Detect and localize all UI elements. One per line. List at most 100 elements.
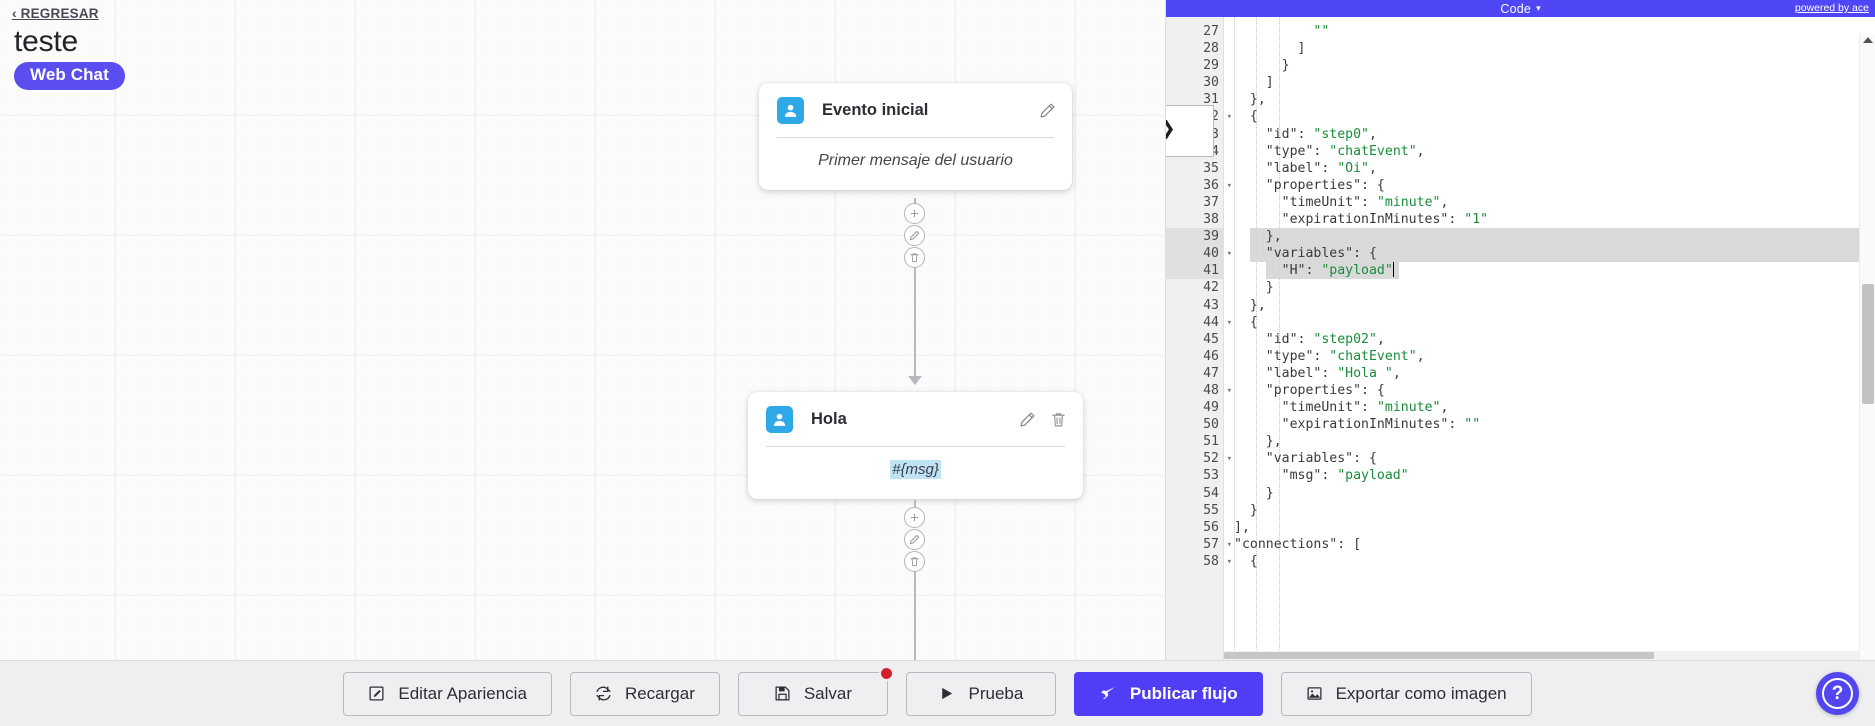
- code-line[interactable]: {: [1234, 314, 1258, 330]
- code-line[interactable]: "variables": {: [1265, 451, 1377, 467]
- code-line[interactable]: },: [1234, 434, 1282, 450]
- line-number[interactable]: 27: [1203, 24, 1219, 39]
- line-number[interactable]: 51: [1203, 434, 1219, 450]
- code-editor[interactable]: 272829303132▾33343536▾37383940▾41424344▾…: [1166, 17, 1875, 660]
- line-number[interactable]: 30: [1203, 75, 1219, 91]
- line-number[interactable]: 35: [1203, 160, 1219, 176]
- line-number[interactable]: 48▾: [1166, 382, 1232, 399]
- line-number[interactable]: 31: [1203, 92, 1219, 108]
- line-number[interactable]: 37: [1203, 194, 1219, 210]
- code-line[interactable]: "": [1313, 24, 1330, 39]
- line-number[interactable]: 42: [1203, 280, 1219, 296]
- vertical-scrollbar-thumb[interactable]: [1862, 284, 1874, 404]
- edit-icon[interactable]: [1019, 411, 1036, 428]
- code-line[interactable]: ]: [1234, 41, 1306, 57]
- code-line[interactable]: "label": "Hola ",: [1265, 365, 1401, 381]
- code-line[interactable]: "expirationInMinutes": "": [1281, 417, 1481, 433]
- back-link[interactable]: ‹ REGRESAR: [12, 6, 99, 21]
- code-line[interactable]: }: [1234, 485, 1274, 501]
- plus-icon[interactable]: [904, 507, 925, 528]
- code-line[interactable]: }: [1234, 58, 1290, 74]
- line-number[interactable]: 54: [1203, 485, 1219, 501]
- line-number[interactable]: 57▾: [1166, 536, 1232, 553]
- code-fold-popup[interactable]: ❯: [1166, 105, 1214, 157]
- line-number[interactable]: 28: [1203, 41, 1219, 57]
- line-number[interactable]: 38: [1203, 212, 1219, 228]
- code-line[interactable]: ],: [1234, 519, 1250, 535]
- line-number[interactable]: 36▾: [1166, 177, 1232, 194]
- code-line[interactable]: "properties": {: [1265, 177, 1385, 193]
- fold-toggle-icon[interactable]: ▾: [1226, 249, 1232, 260]
- code-line[interactable]: "variables": {: [1265, 246, 1377, 262]
- code-line[interactable]: "timeUnit": "minute",: [1281, 400, 1449, 416]
- flow-canvas[interactable]: ‹ REGRESAR teste Web Chat Evento inicial: [0, 0, 1168, 660]
- prueba-button[interactable]: Prueba: [905, 671, 1056, 716]
- flow-node-hola[interactable]: Hola #{msg}: [748, 392, 1083, 499]
- fold-toggle-icon[interactable]: ▾: [1226, 180, 1232, 191]
- line-number[interactable]: 40▾: [1166, 245, 1232, 263]
- code-line[interactable]: {: [1234, 553, 1258, 569]
- code-line[interactable]: "label": "Oi",: [1265, 160, 1377, 176]
- code-line[interactable]: ]: [1234, 75, 1274, 91]
- flow-node-evento-inicial[interactable]: Evento inicial Primer mensaje del usuari…: [759, 83, 1072, 190]
- fold-toggle-icon[interactable]: ▾: [1226, 539, 1232, 550]
- recargar-button[interactable]: Recargar: [569, 671, 720, 716]
- line-number[interactable]: 44▾: [1166, 314, 1232, 331]
- chevron-down-icon[interactable]: ▾: [1536, 3, 1541, 13]
- code-line[interactable]: },: [1234, 297, 1266, 313]
- fold-toggle-icon[interactable]: ▾: [1226, 385, 1232, 396]
- line-number[interactable]: 56: [1203, 519, 1219, 535]
- trash-icon[interactable]: [1050, 411, 1067, 428]
- publicar-flujo-button[interactable]: Publicar flujo: [1073, 671, 1263, 716]
- line-number[interactable]: 43: [1203, 297, 1219, 313]
- line-number[interactable]: 50: [1203, 417, 1219, 433]
- exportar-como-imagen-button[interactable]: Exportar como imagen: [1280, 671, 1532, 716]
- code-line[interactable]: },: [1234, 92, 1266, 108]
- code-line[interactable]: "H": "payload": [1281, 262, 1395, 279]
- fold-toggle-icon[interactable]: ▾: [1226, 556, 1232, 567]
- code-line[interactable]: {: [1234, 109, 1258, 125]
- plus-icon[interactable]: [904, 203, 925, 224]
- pencil-icon[interactable]: [904, 225, 925, 246]
- scroll-up-arrow-icon[interactable]: [1863, 37, 1873, 43]
- code-line[interactable]: "msg": "payload": [1281, 468, 1409, 484]
- fold-toggle-icon[interactable]: ▾: [1226, 317, 1232, 328]
- trash-icon[interactable]: [904, 247, 925, 268]
- code-line[interactable]: }: [1234, 280, 1274, 296]
- editar-apariencia-button[interactable]: Editar Apariencia: [343, 671, 552, 716]
- line-number[interactable]: 55: [1203, 502, 1219, 518]
- line-number[interactable]: 58▾: [1166, 553, 1232, 570]
- code-line[interactable]: "type": "chatEvent",: [1265, 143, 1425, 159]
- fold-toggle-icon[interactable]: ▾: [1226, 454, 1232, 465]
- horizontal-scrollbar-thumb[interactable]: [1224, 652, 1654, 659]
- chevron-right-icon[interactable]: ❯: [1166, 116, 1176, 142]
- code-line[interactable]: "timeUnit": "minute",: [1281, 194, 1449, 210]
- line-number[interactable]: 41: [1166, 262, 1223, 280]
- fold-toggle-icon[interactable]: ▾: [1226, 112, 1232, 123]
- code-line[interactable]: "expirationInMinutes": "1": [1281, 212, 1489, 228]
- code-line[interactable]: "type": "chatEvent",: [1265, 348, 1425, 364]
- pencil-icon[interactable]: [904, 529, 925, 550]
- editor-vertical-scrollbar[interactable]: [1859, 34, 1875, 660]
- line-number[interactable]: 47: [1203, 365, 1219, 381]
- line-number[interactable]: 52▾: [1166, 450, 1232, 467]
- connector-controls-1[interactable]: [904, 203, 925, 268]
- line-number[interactable]: 29: [1203, 58, 1219, 74]
- help-button[interactable]: ?: [1816, 672, 1859, 715]
- code-text-area[interactable]: "" ] } ] }, { "id": "step0", "type": "ch…: [1224, 17, 1875, 660]
- code-line[interactable]: "properties": {: [1265, 382, 1385, 398]
- salvar-button[interactable]: Salvar: [737, 665, 894, 716]
- edit-icon[interactable]: [1039, 102, 1056, 119]
- line-number[interactable]: 46: [1203, 348, 1219, 364]
- line-number[interactable]: 39: [1166, 228, 1223, 246]
- trash-icon[interactable]: [904, 551, 925, 572]
- line-number[interactable]: 53: [1203, 468, 1219, 484]
- editor-horizontal-scrollbar[interactable]: [1224, 651, 1859, 660]
- connector-controls-2[interactable]: [904, 507, 925, 572]
- code-line[interactable]: "id": "step02",: [1265, 331, 1385, 347]
- line-number[interactable]: 49: [1203, 400, 1219, 416]
- line-number[interactable]: 45: [1203, 331, 1219, 347]
- powered-by-ace-link[interactable]: powered by ace: [1794, 2, 1869, 14]
- code-line[interactable]: }: [1234, 502, 1258, 518]
- code-line[interactable]: "connections": [: [1234, 536, 1362, 552]
